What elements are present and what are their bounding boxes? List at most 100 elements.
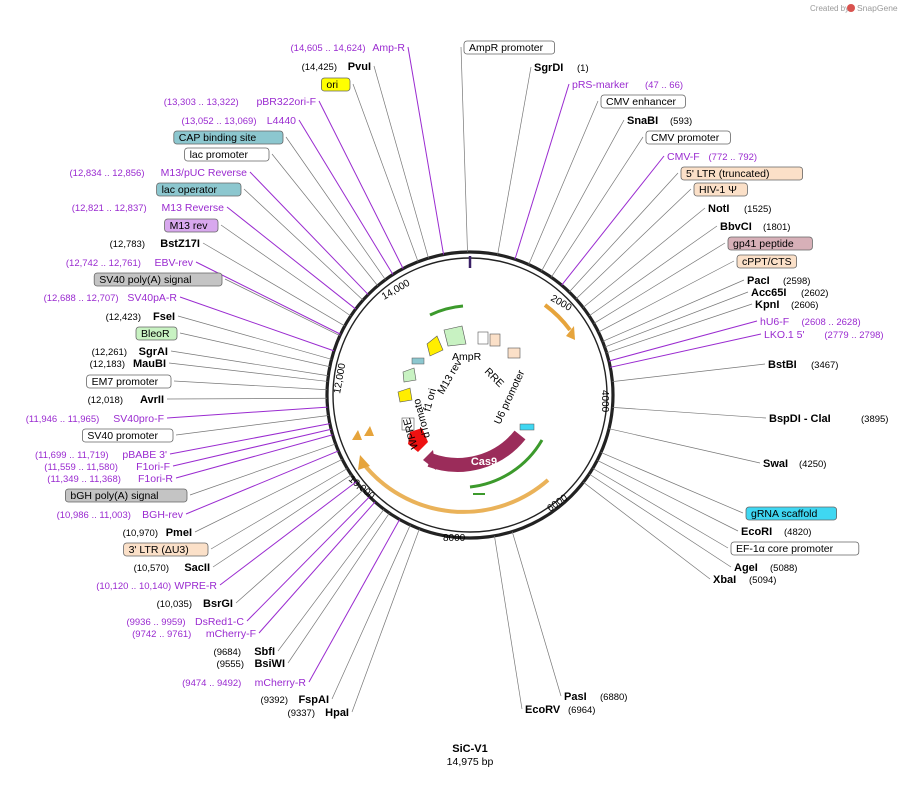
left-connector-mcherry-r [308, 519, 401, 683]
left-label-l4440: L4440(13,052 .. 13,069) [182, 115, 297, 127]
left-label-ori: ori [320, 77, 351, 92]
enzyme-name-paci: PacI [747, 275, 770, 287]
enzyme-pos-bsrgi: (10,035) [157, 599, 192, 610]
enzyme-name-noti: NotI [708, 203, 729, 215]
enzyme-pos-sacii: (10,570) [134, 563, 169, 574]
primer-pos-m13-puc-reverse: (12,834 .. 12,856) [70, 168, 145, 179]
primer-pos-sv40pa-r: (12,688 .. 12,707) [44, 293, 119, 304]
left-connector-sv40-poly-a-signal [224, 278, 341, 337]
primer-name-mcherry-f: mCherry-F [206, 628, 256, 640]
right-connector-bstbi [612, 363, 766, 382]
right-connector-hu6-f [608, 320, 758, 362]
enzyme-pos-noti: (1525) [744, 204, 771, 215]
feature-box-em7-promoter [86, 374, 172, 389]
primer-name-ebv-rev: EBV-rev [154, 257, 193, 269]
ltr-3-arrowhead [358, 455, 370, 470]
created-by-text: Created by [810, 4, 849, 13]
right-label-lko-1-5: LKO.1 5'(2779 .. 2798) [764, 329, 884, 341]
rre-feature-icon [477, 331, 489, 345]
primer-name-amp-r: Amp-R [372, 42, 405, 54]
right-connector-grna-scaffold [600, 452, 744, 514]
left-connector-f1ori-f [172, 428, 332, 467]
bleor-arrow-icon [402, 367, 417, 383]
enzyme-name-swai: SwaI [763, 458, 788, 470]
enzyme-name-sacii: SacII [184, 562, 210, 574]
feature-box-bgh-poly-a-signal [65, 488, 188, 503]
enzyme-pos-agei: (5088) [770, 563, 797, 574]
left-label-sbfi: SbfI(9684) [214, 646, 275, 658]
enzyme-pos-sgrai: (12,261) [92, 347, 127, 358]
right-connector-snabi [541, 119, 625, 272]
feature-box-lac-promoter [184, 147, 270, 162]
enzyme-name-pvui: PvuI [348, 61, 371, 73]
primer-arc-top [429, 304, 464, 317]
left-label-pbr322ori-f: pBR322ori-F(13,303 .. 13,322) [164, 96, 316, 108]
right-connector-cmv-promoter [550, 136, 644, 278]
enzyme-name-sgrdi: SgrDI [534, 62, 563, 74]
left-label-sgrai: SgrAI(12,261) [92, 346, 168, 358]
left-label-3-ltr-u3: 3' LTR (ΔU3) [123, 542, 209, 557]
right-label-acc65i: Acc65I(2602) [751, 287, 828, 299]
primer-pos-cmv-f: (772 .. 792) [709, 152, 758, 163]
left-connector-hpai [351, 528, 420, 713]
primer-name-bgh-rev: BGH-rev [142, 509, 184, 521]
left-label-fspai: FspAI(9392) [261, 694, 329, 706]
feature-name-cppt-cts: cPPT/CTS [742, 256, 792, 268]
feature-box-grna-scaffold [745, 506, 837, 521]
feature-box-3-ltr-u3 [123, 542, 209, 557]
left-label-ebv-rev: EBV-rev (12,742 .. 12,761) [66, 257, 194, 269]
left-label-bsiwi: BsiWI(9555) [217, 658, 285, 670]
right-connector-acc65i [604, 291, 749, 348]
enzyme-name-maubi: MauBI [133, 358, 166, 370]
feature-box-lac-operator [156, 182, 242, 197]
primer-pos-bgh-rev: (10,986 .. 11,003) [57, 510, 131, 521]
feature-name-lac-promoter: lac promoter [190, 149, 249, 161]
wpre-feature-icon [401, 417, 415, 431]
right-connector-prs-marker [514, 83, 570, 260]
ltr-small-arrow-1 [352, 430, 362, 440]
left-label-m13-rev: M13 rev [164, 218, 219, 233]
ltr-5-arrowhead [566, 326, 575, 340]
enzyme-name-fspai: FspAI [298, 694, 329, 706]
left-label-mcherry-f: mCherry-F(9742 .. 9761) [132, 628, 256, 640]
left-label-sv40-poly-a-signal: SV40 poly(A) signal [93, 272, 223, 287]
right-connector-ampr-promoter [460, 46, 468, 253]
primer-arc-cas9 [469, 439, 544, 489]
left-connector-cap-binding-site [285, 136, 386, 280]
right-label-5-ltr-truncated: 5' LTR (truncated) [680, 166, 803, 181]
right-label-gp41-peptide: gp41 peptide [727, 236, 813, 251]
enzyme-name-sbfi: SbfI [254, 646, 275, 658]
left-connector-fspai [331, 524, 411, 700]
enzyme-name-bspdi-clai: BspDI - ClaI [769, 413, 831, 425]
left-label-lac-operator: lac operator [156, 182, 242, 197]
right-connector-cmv-enhancer [528, 100, 599, 265]
feature-name-m13-rev: M13 rev [170, 220, 209, 232]
left-connector-sv40pro-f [166, 406, 328, 419]
feature-name-ori: ori [326, 79, 338, 91]
connector-lines [166, 46, 767, 713]
primer-pos-pbr322ori-f: (13,303 .. 13,322) [164, 97, 239, 108]
enzyme-name-agei: AgeI [734, 562, 758, 574]
tick-4000: 4000 [599, 390, 610, 413]
feature-name-cap-binding-site: CAP binding site [179, 132, 257, 144]
enzyme-pos-acc65i: (2602) [801, 288, 828, 299]
left-label-f1ori-f: F1ori-F(11,559 .. 11,580) [44, 461, 170, 473]
left-connector-pmei [194, 459, 343, 533]
left-connector-pbabe-3 [169, 423, 330, 455]
left-connector-fsei [177, 315, 332, 360]
right-connector-ecorv [494, 535, 523, 710]
feature-name-ampr-promoter: AmpR promoter [469, 42, 544, 54]
left-label-sacii: SacII (10,570) [134, 562, 210, 574]
left-connector-amp-r [407, 46, 445, 255]
left-connector-bsiwi [287, 512, 390, 664]
primer-pos-ebv-rev: (12,742 .. 12,761) [66, 258, 141, 269]
left-label-bstz17i: BstZ17I(12,783) [110, 238, 200, 250]
left-label-sv40-promoter: SV40 promoter [82, 428, 174, 443]
ltr-small-arrow-2 [364, 426, 374, 436]
left-connector-bstz17i [202, 242, 345, 327]
left-label-amp-r: Amp-R(14,605 .. 14,624) [291, 42, 406, 54]
feature-name-gp41-peptide: gp41 peptide [733, 238, 794, 250]
left-connector-bgh-rev [185, 450, 339, 515]
right-connector-bspdi-clai [612, 407, 767, 419]
